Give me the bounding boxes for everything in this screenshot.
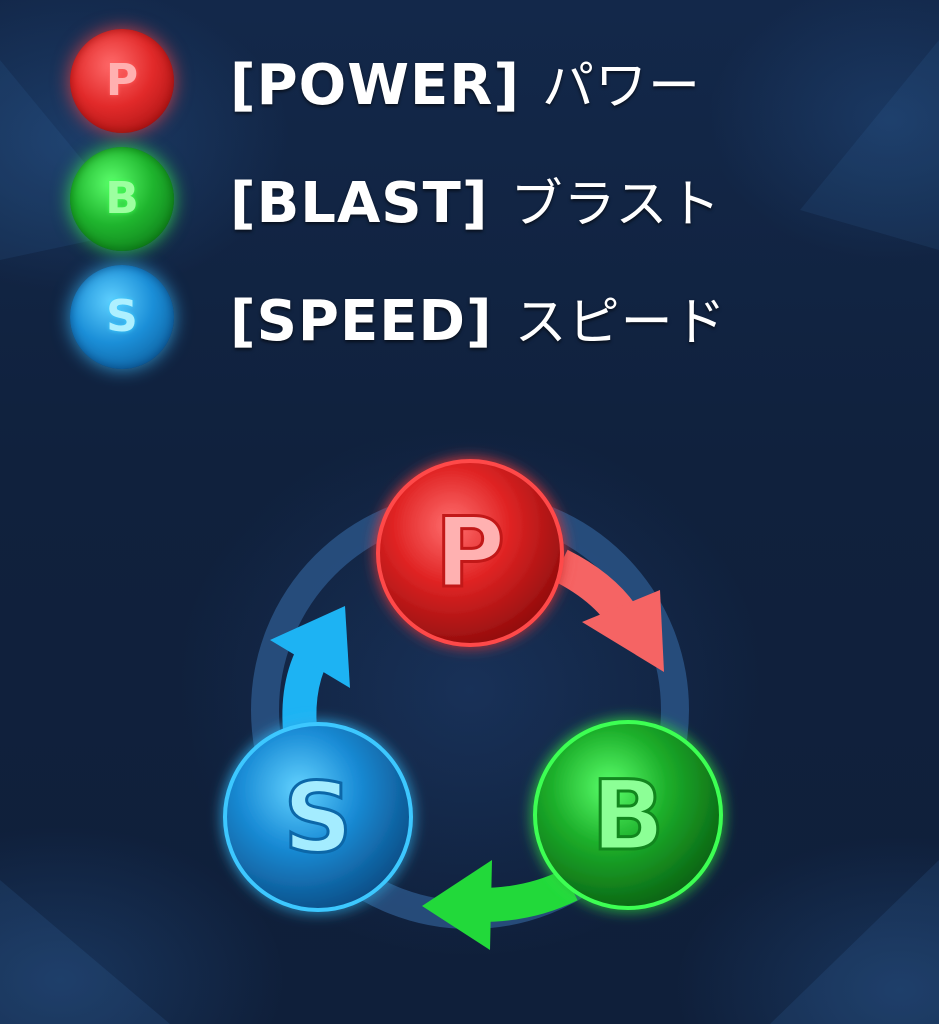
speed-label-japanese: スピード bbox=[514, 292, 727, 353]
blast-node: B bbox=[533, 720, 723, 910]
legend: P [POWER] パワー B [BLAST] ブラスト S [SPEED] スピード bbox=[70, 22, 727, 376]
speed-badge-letter: S bbox=[106, 291, 138, 342]
legend-row-power: P [POWER] パワー bbox=[70, 22, 727, 140]
blast-label-english: [BLAST] bbox=[230, 170, 489, 236]
blast-badge-icon: B bbox=[70, 147, 174, 251]
speed-node-letter: S bbox=[283, 762, 352, 874]
blast-node-letter: B bbox=[591, 760, 664, 872]
power-node: P bbox=[376, 459, 564, 647]
speed-label-english: [SPEED] bbox=[230, 288, 493, 354]
power-node-letter: P bbox=[435, 497, 505, 609]
power-badge-icon: P bbox=[70, 29, 174, 133]
blast-badge-letter: B bbox=[105, 173, 139, 224]
power-badge-letter: P bbox=[105, 55, 139, 106]
speed-node: S bbox=[223, 722, 413, 912]
power-label-english: [POWER] bbox=[230, 52, 520, 118]
speed-badge-icon: S bbox=[70, 265, 174, 369]
arrow-blast-to-speed-icon bbox=[422, 860, 578, 950]
power-label: [POWER] パワー bbox=[230, 44, 701, 119]
speed-label: [SPEED] スピード bbox=[230, 280, 727, 355]
legend-row-speed: S [SPEED] スピード bbox=[70, 258, 727, 376]
arrow-speed-to-power-icon bbox=[270, 606, 350, 732]
arrow-power-to-blast-icon bbox=[552, 549, 664, 672]
blast-label-japanese: ブラスト bbox=[510, 174, 722, 235]
legend-row-blast: B [BLAST] ブラスト bbox=[70, 140, 727, 258]
blast-label: [BLAST] ブラスト bbox=[230, 162, 721, 237]
power-label-japanese: パワー bbox=[541, 56, 701, 117]
